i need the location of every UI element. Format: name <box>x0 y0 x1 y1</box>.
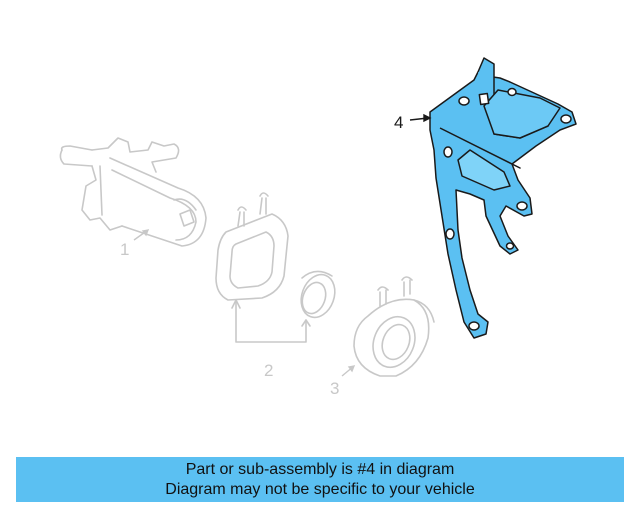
callout-4-arrowhead <box>423 113 432 123</box>
callout-3: 3 <box>330 379 339 398</box>
part-4-bracket <box>429 57 577 339</box>
callout-2: 2 <box>264 361 273 380</box>
part-1-switch-housing <box>59 137 207 247</box>
parts-diagram: 1 2 3 4 <box>59 57 577 398</box>
info-banner: Part or sub-assembly is #4 in diagram Di… <box>16 457 624 502</box>
callout-1-arrowhead <box>141 229 150 237</box>
callout-3-arrowhead <box>347 365 356 373</box>
banner-line-1: Part or sub-assembly is #4 in diagram <box>185 460 455 478</box>
callout-1: 1 <box>120 240 129 259</box>
part-3-ring-lock <box>353 276 435 377</box>
banner-line-2: Diagram may not be specific to your vehi… <box>165 480 475 498</box>
callout-4: 4 <box>394 113 403 132</box>
part-2-switch-module <box>215 192 336 343</box>
